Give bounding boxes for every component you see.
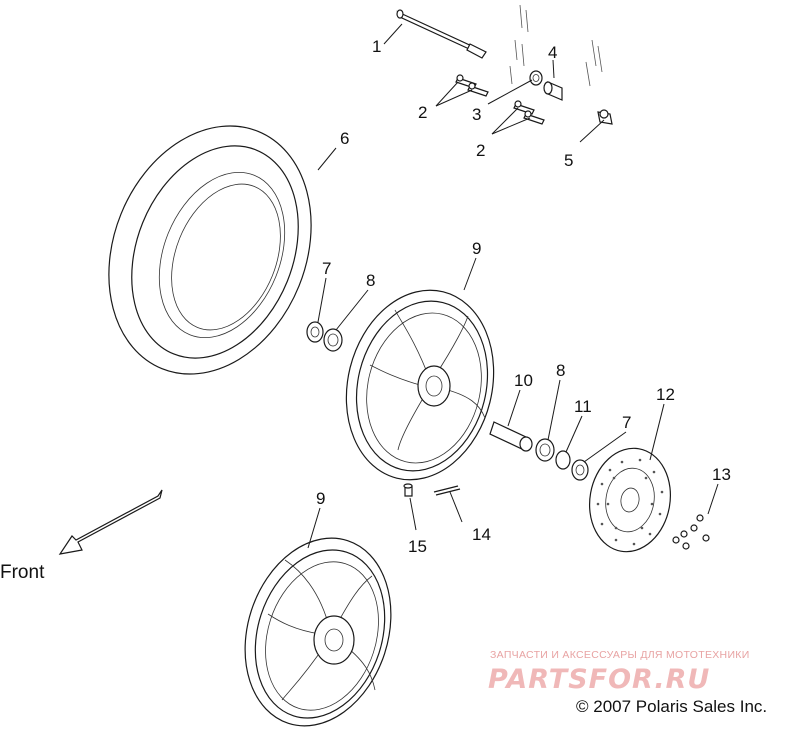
callout-15: 15 [408,537,427,556]
callout-6: 6 [340,129,349,148]
snap-ring-part [555,450,571,470]
callout-9-upper: 9 [472,239,481,258]
tire-part [108,125,312,375]
front-direction-arrow [58,489,163,555]
front-label: Front [0,562,45,583]
fork-leg-hatching [509,4,603,87]
watermark-tagline: ЗАПЧАСТИ И АКСЕССУАРЫ ДЛЯ МОТОТЕХНИКИ [490,649,750,661]
callout-2-lower: 2 [476,141,485,160]
callout-7-right: 7 [622,413,631,432]
callout-5: 5 [564,151,573,170]
pinch-bolt-part [597,109,613,125]
valve-stem-part [403,483,413,497]
wheel-rim-upper [345,289,495,481]
spacer-part [529,70,543,86]
axle-part [396,9,487,59]
spacer-tube-part [489,421,533,452]
copyright-notice: © 2007 Polaris Sales Inc. [576,697,767,716]
callout-11: 11 [574,397,592,416]
bearing-right-part [535,438,555,462]
seal-left-part [306,321,324,343]
callout-3: 3 [472,105,481,124]
bolt-pair-upper [455,74,489,97]
callout-8-left: 8 [366,271,375,290]
callout-2-upper: 2 [418,103,427,122]
wheel-rim-lower [244,537,392,727]
bearing-left-part [323,328,343,352]
callout-8-right: 8 [556,361,565,380]
brake-disc-part [588,447,672,553]
bolt-pair-lower [513,100,545,125]
callout-14: 14 [472,525,491,544]
callout-12: 12 [656,385,675,404]
disc-bolts-part [672,514,710,550]
valve-cap-part [433,485,461,496]
watermark-logo: PARTSFOR.RU [488,664,710,695]
bushing-part [543,81,563,101]
callout-9-lower: 9 [316,489,325,508]
callout-13: 13 [712,465,731,484]
callout-7-left: 7 [322,259,331,278]
callout-10: 10 [514,371,533,390]
callout-4: 4 [548,43,557,62]
leader-lines [307,23,719,549]
callout-1: 1 [372,37,381,56]
seal-right-part [571,459,589,481]
